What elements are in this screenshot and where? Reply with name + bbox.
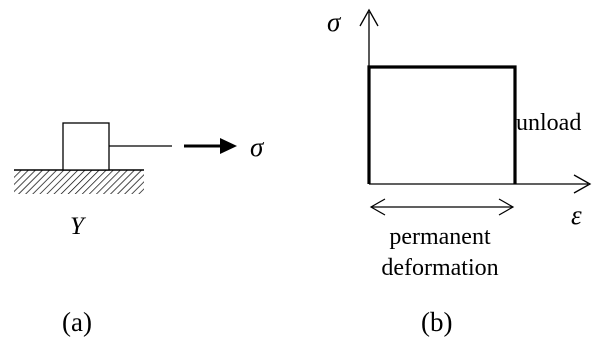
x-axis-arrowhead: [573, 174, 592, 194]
deformation-arrow-left-head: [369, 198, 386, 216]
y-axis-arrowhead: [359, 8, 379, 27]
force-arrow-head: [220, 138, 237, 154]
unload-label: unload: [516, 110, 581, 136]
caption-b: (b): [421, 307, 452, 337]
ground-hatch: [14, 170, 144, 194]
x-axis-symbol: ε: [571, 200, 582, 230]
panel-b: σ ε unload permanent deformation (b): [327, 7, 592, 337]
y-axis-symbol: σ: [327, 7, 342, 37]
panel-a: σ Y (a): [14, 122, 265, 337]
yield-symbol: Y: [70, 213, 87, 240]
force-symbol: σ: [250, 132, 265, 162]
caption-a: (a): [62, 307, 92, 337]
stress-strain-path: [367, 65, 517, 184]
deformation-label: deformation: [381, 255, 498, 281]
sliding-block: [62, 122, 110, 171]
permanent-label: permanent: [389, 224, 491, 250]
deformation-arrow-right-head: [498, 198, 515, 216]
